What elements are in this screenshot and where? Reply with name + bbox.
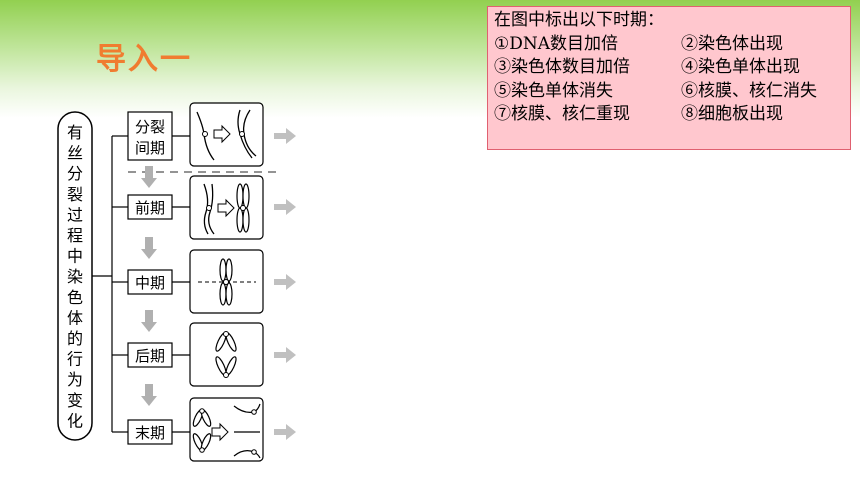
interphase-image — [189, 102, 264, 167]
vertical-label-char: 色 — [67, 288, 83, 307]
svg-text:间期: 间期 — [135, 139, 165, 157]
right-arrow-icon — [274, 424, 296, 440]
vertical-label-char: 染 — [67, 267, 83, 286]
stage-label-prophase: 前期 — [127, 194, 173, 220]
task-item: ④染色单体出现 — [681, 57, 800, 77]
slide-title: 导入一 — [96, 42, 192, 77]
vertical-label-char: 化 — [67, 411, 83, 430]
vertical-label-char: 分 — [67, 164, 83, 183]
task-row: ⑤染色单体消失 ⑥核膜、核仁消失 — [494, 80, 844, 104]
down-arrow-icon — [141, 384, 157, 406]
task-row: ⑦核膜、核仁重现 ⑧细胞板出现 — [494, 103, 844, 127]
stage-label-telophase: 末期 — [127, 419, 173, 445]
anaphase-image — [189, 322, 264, 387]
vertical-label-char: 为 — [67, 370, 83, 389]
telophase-image — [189, 397, 264, 462]
prophase-image — [189, 175, 264, 240]
task-item: ⑧细胞板出现 — [681, 104, 783, 124]
stage-label-interphase: 分裂 间期 — [127, 111, 173, 161]
svg-text:分裂: 分裂 — [135, 118, 165, 136]
right-arrow-icon — [274, 347, 296, 363]
svg-text:末期: 末期 — [135, 424, 165, 442]
task-heading: 在图中标出以下时期： — [494, 10, 664, 30]
svg-text:后期: 后期 — [135, 347, 165, 365]
task-item: ⑥核膜、核仁消失 — [681, 80, 817, 101]
stage-label-metaphase: 中期 — [127, 269, 173, 295]
task-item: ②染色体出现 — [681, 33, 783, 54]
bracket-branches — [112, 135, 128, 433]
vertical-label-char: 行 — [67, 350, 83, 369]
vertical-label-char: 变 — [67, 391, 83, 410]
task-row: ③染色体数目加倍 ④染色单体出现 — [494, 56, 844, 80]
down-arrow-icon — [141, 166, 157, 188]
vertical-label-char: 裂 — [67, 185, 83, 204]
task-item: ⑤染色单体消失 — [494, 80, 613, 101]
right-arrow-icon — [274, 199, 296, 215]
label-to-image-connectors — [172, 135, 190, 433]
vertical-label-char: 有 — [67, 123, 83, 142]
vertical-label-char: 的 — [67, 329, 83, 348]
down-arrow-icon — [141, 310, 157, 332]
vertical-label-char: 体 — [67, 308, 83, 327]
vertical-label-char: 过 — [67, 205, 83, 224]
metaphase-image — [189, 249, 264, 314]
vertical-label-char: 程 — [67, 226, 83, 245]
vertical-label-char: 中 — [67, 247, 83, 266]
right-arrow-icon — [274, 274, 296, 290]
task-item: ⑦核膜、核仁重现 — [494, 104, 630, 124]
task-instruction-box: 在图中标出以下时期： ①DNA数目加倍 ②染色体出现 ③染色体数目加倍 ④染色单… — [487, 6, 851, 150]
vertical-label-char: 丝 — [67, 144, 83, 163]
svg-text:前期: 前期 — [135, 199, 165, 217]
task-row: ①DNA数目加倍 ②染色体出现 — [494, 33, 844, 57]
svg-text:中期: 中期 — [135, 274, 165, 292]
task-item: ③染色体数目加倍 — [494, 57, 630, 77]
down-arrow-icon — [141, 237, 157, 259]
stage-label-anaphase: 后期 — [127, 342, 173, 368]
right-arrow-icon — [274, 128, 296, 144]
task-item: ①DNA数目加倍 — [494, 33, 619, 54]
